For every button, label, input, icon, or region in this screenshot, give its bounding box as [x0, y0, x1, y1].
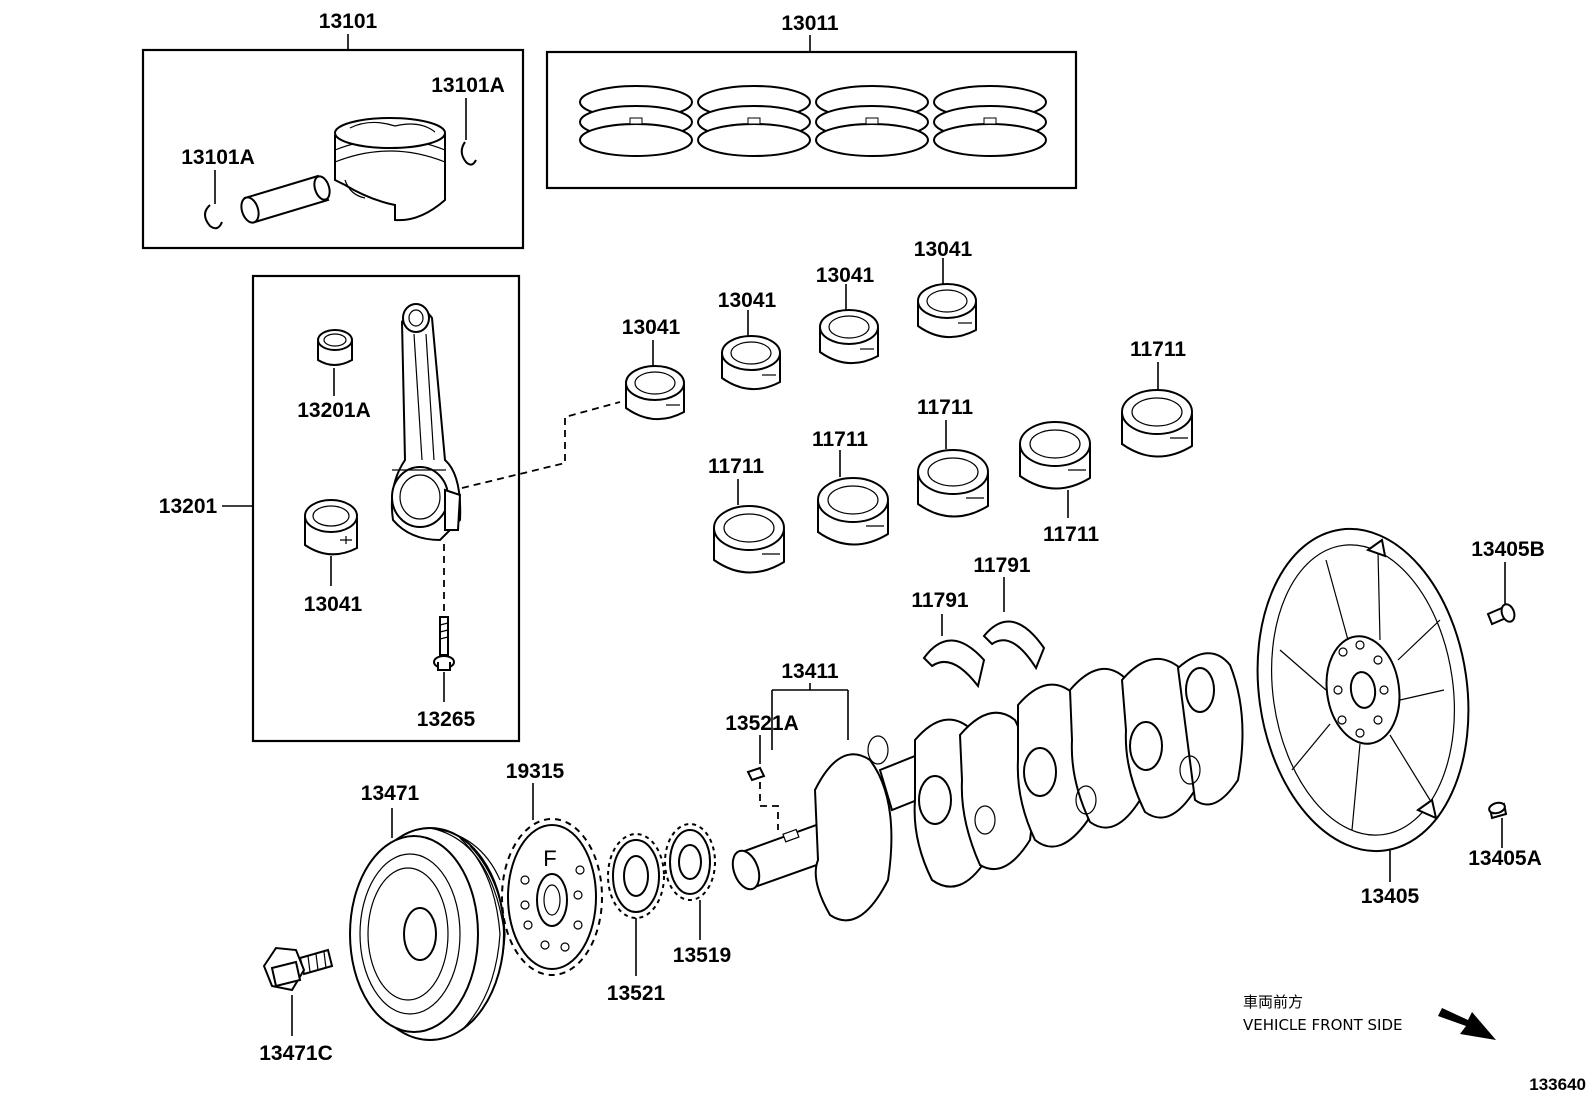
crank-pulley-icon[interactable]	[349, 827, 506, 1041]
label-13405[interactable]: 13405	[1361, 885, 1420, 908]
crank-pin-bearing-icon[interactable]	[917, 283, 977, 339]
bushing-icon[interactable]	[317, 329, 353, 366]
rod-bolt-icon[interactable]	[433, 616, 455, 671]
timing-rotor-group: F 19315	[501, 760, 603, 976]
svg-text:F: F	[543, 846, 556, 871]
label-11711-b[interactable]: 11711	[812, 428, 868, 451]
piston-icon[interactable]	[334, 117, 446, 222]
label-11711-d[interactable]: 11711	[1043, 523, 1099, 546]
main-bearing-icon[interactable]	[917, 449, 989, 518]
connecting-rod-icon[interactable]	[390, 303, 462, 542]
piston-ring-icon[interactable]	[579, 85, 693, 157]
piston-ring-box	[545, 50, 1078, 190]
label-13519[interactable]: 13519	[673, 944, 731, 967]
connecting-rod-box	[251, 274, 521, 743]
sprocket-group: 13521 13519	[607, 823, 731, 1005]
thrust-washer-group: 11791 11791	[911, 554, 1046, 689]
label-13041-a[interactable]: 13041	[622, 316, 681, 339]
orientation-note: 車両前方 VEHICLE FRONT SIDE	[1243, 993, 1496, 1040]
thrust-washer-icon[interactable]	[982, 620, 1046, 671]
main-bearing-group: 11711 11711 11711 11711	[708, 338, 1193, 574]
label-13101a-left[interactable]: 13101A	[181, 146, 255, 169]
label-13471c[interactable]: 13471C	[259, 1042, 333, 1065]
timing-rotor-icon[interactable]: F	[501, 818, 603, 976]
crank-pin-bearing-icon[interactable]	[819, 309, 879, 365]
label-13521[interactable]: 13521	[607, 982, 666, 1005]
snap-ring-left-icon[interactable]	[204, 204, 223, 230]
label-11711-c[interactable]: 11711	[917, 396, 973, 419]
crank-pin-bearing-icon[interactable]	[625, 365, 685, 421]
main-bearing-icon[interactable]	[1121, 389, 1193, 458]
label-13101a-right[interactable]: 13101A	[431, 74, 505, 97]
crank-pin-bearing-icon[interactable]	[721, 335, 781, 391]
label-13201a[interactable]: 13201A	[297, 399, 371, 422]
label-11791-a[interactable]: 11791	[911, 589, 969, 612]
piston-box	[141, 48, 525, 250]
piston-pin-icon[interactable]	[238, 174, 332, 224]
label-13265[interactable]: 13265	[417, 708, 476, 731]
piston-ring-icon[interactable]	[697, 85, 811, 157]
piston-ring-set-group: 13011	[545, 12, 1078, 190]
crank-pin-bearing-group: 13041 13041 13041 13041	[622, 238, 977, 421]
drive-plate-icon[interactable]	[1237, 515, 1488, 865]
piston-ring-icon[interactable]	[933, 85, 1047, 157]
crank-sprocket-icon[interactable]	[607, 833, 665, 919]
label-19315[interactable]: 19315	[506, 760, 565, 783]
label-13201[interactable]: 13201	[159, 495, 218, 518]
drive-plate-group: 13405 13405B 13405A	[1237, 515, 1545, 908]
rod-bearing-icon[interactable]	[304, 499, 358, 556]
label-13041-d[interactable]: 13041	[914, 238, 973, 261]
label-13411[interactable]: 13411	[781, 660, 839, 683]
crank-pulley-group: 13471 13471C	[259, 782, 506, 1065]
label-11711-top[interactable]: 11711	[1130, 338, 1186, 361]
label-13405b[interactable]: 13405B	[1471, 538, 1545, 561]
vehicle-front-en-label: VEHICLE FRONT SIDE	[1243, 1016, 1403, 1034]
label-11711-a[interactable]: 11711	[708, 455, 764, 478]
label-13041-c[interactable]: 13041	[816, 264, 875, 287]
pulley-bolt-icon[interactable]	[262, 946, 334, 992]
rod-bearing-link-line	[461, 401, 621, 489]
key-link-line	[759, 782, 779, 830]
main-bearing-icon[interactable]	[1019, 421, 1091, 490]
label-13041-b[interactable]: 13041	[718, 289, 777, 312]
label-13011[interactable]: 13011	[781, 12, 839, 35]
crankshaft-icon[interactable]	[728, 652, 1244, 922]
label-11791-b[interactable]: 11791	[973, 554, 1031, 577]
flywheel-bolt-icon[interactable]	[1486, 602, 1517, 626]
label-13041-rod[interactable]: 13041	[304, 593, 363, 616]
crankshaft-group: 13411 13	[725, 652, 1244, 922]
front-direction-arrow-icon	[1438, 1008, 1496, 1040]
vehicle-front-jp-label: 車両前方	[1243, 993, 1303, 1011]
label-13101[interactable]: 13101	[319, 10, 378, 33]
main-bearing-icon[interactable]	[817, 477, 889, 546]
piston-ring-icon[interactable]	[815, 85, 929, 157]
thrust-washer-icon[interactable]	[922, 639, 986, 689]
label-13471[interactable]: 13471	[361, 782, 420, 805]
woodruff-key-icon[interactable]	[746, 766, 766, 782]
main-bearing-icon[interactable]	[713, 505, 785, 574]
illustration-id: 133640	[1529, 1075, 1586, 1094]
label-13405a[interactable]: 13405A	[1468, 847, 1542, 870]
dowel-pin-icon[interactable]	[1488, 801, 1508, 820]
oil-pump-sprocket-icon[interactable]	[664, 823, 716, 901]
label-13521a[interactable]: 13521A	[725, 712, 799, 735]
snap-ring-right-icon[interactable]	[460, 141, 477, 166]
piston-assembly-group: 13101 13101A 13101A	[141, 10, 525, 250]
connecting-rod-group: 13201 13201A 13041	[159, 274, 521, 743]
